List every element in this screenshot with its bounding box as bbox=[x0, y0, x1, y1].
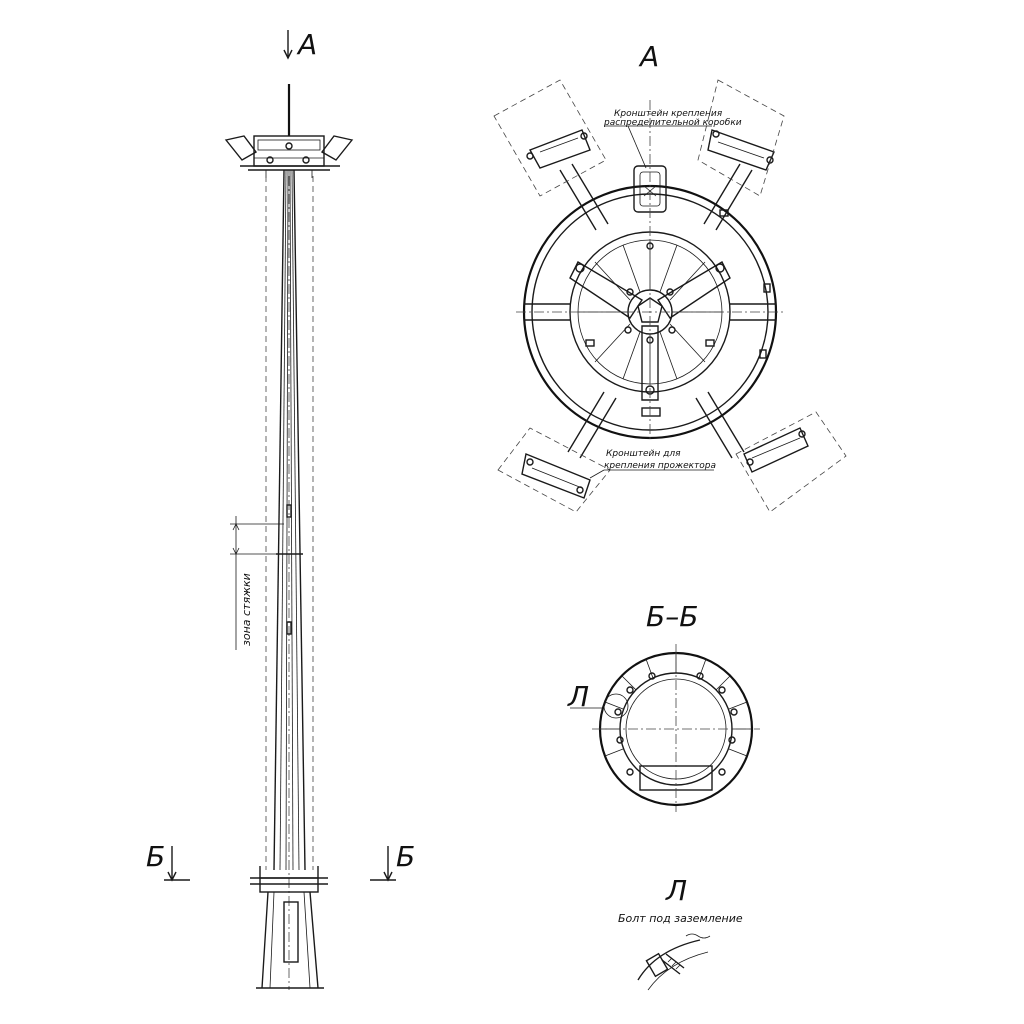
floodlight-outlines bbox=[493, 79, 847, 513]
pole-base bbox=[250, 866, 328, 989]
view-a: А bbox=[493, 40, 847, 513]
grounding-bolt bbox=[645, 952, 685, 978]
pole-shaft bbox=[273, 169, 306, 871]
projector-arms bbox=[559, 163, 753, 459]
service-door bbox=[283, 901, 299, 963]
pole-elevation: А bbox=[146, 28, 415, 990]
detail-title: Л bbox=[665, 874, 687, 907]
junction-box-bracket-line2: распределительной коробки bbox=[603, 118, 742, 128]
view-a-arrowhead bbox=[283, 49, 293, 60]
tie-zone-label: зона стяжки bbox=[240, 573, 253, 646]
pole-head-frame bbox=[224, 135, 354, 178]
projector-bracket-tl bbox=[526, 129, 591, 169]
tie-zone-dimension: зона стяжки bbox=[230, 516, 284, 650]
section-markers: Б Б bbox=[146, 840, 415, 882]
view-a-marker: А bbox=[296, 28, 317, 61]
floodlight-right bbox=[320, 135, 354, 161]
projector-bracket-line1: Кронштейн для bbox=[606, 449, 681, 459]
floodlight-left bbox=[224, 135, 258, 161]
junction-box-bracket-callout: Кронштейн крепления распределительной ко… bbox=[603, 109, 742, 169]
detail-flange-arc bbox=[637, 939, 701, 981]
view-a-title: А bbox=[638, 40, 659, 73]
junction-box-bracket-line1: Кронштейн крепления bbox=[614, 109, 723, 119]
detail-caption: Болт под заземление bbox=[618, 912, 743, 925]
section-marker-left: Б bbox=[146, 840, 165, 873]
projector-bracket-tr bbox=[707, 129, 775, 171]
projector-bracket-br bbox=[743, 427, 809, 473]
section-b-b: Б–Б bbox=[567, 600, 760, 812]
section-title: Б–Б bbox=[646, 600, 698, 633]
section-marker-right: Б bbox=[396, 840, 415, 873]
projector-bracket-line2: крепления прожектора bbox=[604, 461, 716, 471]
projector-bracket-callout: Кронштейн для крепления прожектора bbox=[589, 449, 716, 479]
detail-callout-label: Л bbox=[567, 680, 589, 713]
projector-bracket-bl bbox=[521, 453, 591, 499]
detail-l: Л Болт под заземление bbox=[618, 874, 743, 991]
detail-callout: Л bbox=[567, 680, 629, 719]
